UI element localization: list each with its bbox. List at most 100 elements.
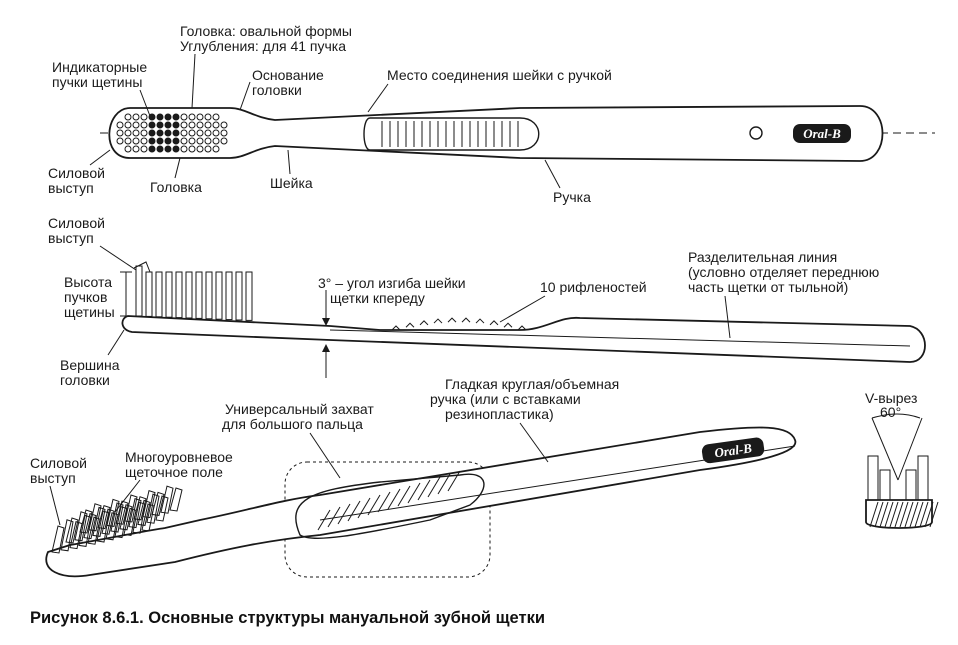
label-bend-angle-2: щетки кпереду — [330, 290, 425, 306]
bristle-tuft — [132, 137, 140, 145]
handle-hole-icon — [749, 126, 763, 140]
label-handle: Ручка — [553, 189, 591, 205]
bristle-tuft — [51, 525, 65, 554]
label-power-tip-mid-2: выступ — [48, 230, 94, 246]
svg-text:Oral-B: Oral-B — [713, 440, 753, 460]
bristle-tuft — [188, 129, 196, 137]
bristle-tuft — [132, 121, 140, 129]
bristle-tuft — [97, 504, 111, 530]
leader-handle — [544, 159, 561, 189]
top-view-outline — [108, 105, 884, 162]
leader-ribs — [499, 295, 546, 323]
top-view-grip-oval — [363, 117, 540, 151]
label-neck-joint: Место соединения шейки с ручкой — [387, 67, 612, 83]
side-tuft — [135, 265, 143, 317]
bristle-tuft — [151, 491, 165, 516]
bristle-tuft — [220, 129, 228, 137]
bristle-tuft — [204, 137, 212, 145]
bristle-tuft — [160, 485, 174, 514]
bristle-tuft — [128, 497, 142, 529]
bristle-tuft — [106, 498, 120, 527]
label-head-shape: Головка: овальной формы — [180, 23, 352, 39]
bristle-tuft — [88, 503, 102, 532]
bristle-tuft — [188, 113, 196, 121]
bristle-tuft — [101, 508, 115, 535]
bristle-tuft — [115, 500, 129, 525]
bristle-tuft — [124, 129, 132, 137]
bristle-tuft — [148, 113, 156, 121]
leader-multilevel — [114, 479, 141, 513]
label-head-holes: Углубления: для 41 пучка — [180, 38, 346, 54]
rib — [405, 322, 415, 328]
label-ribs: 10 рифленостей — [540, 279, 647, 295]
bristle-tuft — [180, 129, 188, 137]
bristle-tuft — [74, 511, 88, 542]
grip-stripe — [417, 479, 431, 501]
bristle-tuft — [180, 121, 188, 129]
bristle-tuft — [180, 113, 188, 121]
grip-stripe — [357, 497, 371, 519]
bristle-tuft — [148, 137, 156, 145]
bristle-tuft — [140, 129, 148, 137]
leader-thumb-grip — [309, 432, 341, 479]
label-head-base-1: Основание — [252, 67, 324, 83]
side-tuft — [245, 271, 253, 321]
label-power-tip-mid-1: Силовой — [48, 215, 105, 231]
bristle-tuft — [180, 137, 188, 145]
perspective-view: Oral-B — [45, 426, 797, 578]
bristle-tuft — [156, 129, 164, 137]
label-vcut-1: V-вырез — [865, 390, 917, 406]
bristle-tuft — [116, 129, 124, 137]
grip-stripe — [397, 485, 411, 507]
label-multilevel-1: Многоуровневое — [125, 449, 233, 465]
bristle-tuft — [204, 113, 212, 121]
bristle-tuft — [220, 137, 228, 145]
bristle-tuft — [164, 113, 172, 121]
bristle-tuft — [148, 129, 156, 137]
top-view-bristle-tufts — [116, 113, 228, 153]
bristle-tuft — [132, 145, 140, 153]
grip-stripe — [447, 470, 461, 492]
rib — [447, 317, 457, 323]
bristle-tuft — [155, 495, 169, 522]
label-smooth-handle-3: резинопластика) — [445, 406, 554, 422]
side-tuft — [235, 271, 243, 321]
side-tuft — [195, 271, 203, 319]
perspective-bristle-field — [51, 485, 183, 554]
oral-b-logo: Oral-B — [793, 124, 851, 143]
bristle-tuft — [156, 121, 164, 129]
side-tuft — [165, 271, 173, 318]
bristle-tuft — [196, 113, 204, 121]
label-multilevel-2: щеточное поле — [125, 464, 223, 480]
label-parting-1: Разделительная линия — [688, 249, 837, 265]
bristle-tuft — [188, 121, 196, 129]
bristle-tuft — [212, 113, 220, 121]
thumb-grip-dashed-zone — [284, 461, 491, 578]
grip-stripe — [367, 494, 381, 516]
leader-neck — [287, 149, 291, 175]
grip-stripe — [337, 503, 351, 525]
bristle-tuft — [196, 121, 204, 129]
bristle-tuft — [196, 129, 204, 137]
bristle-tuft — [156, 145, 164, 153]
bristle-tuft — [137, 499, 151, 526]
leader-indicator — [139, 89, 151, 117]
bristle-tuft — [124, 137, 132, 145]
bristle-tuft — [212, 129, 220, 137]
bristle-tuft — [164, 129, 172, 137]
bristle-tuft — [148, 145, 156, 153]
rib — [517, 325, 527, 331]
side-tuft — [215, 271, 223, 320]
bristle-tuft — [116, 137, 124, 145]
grip-stripe — [317, 509, 331, 531]
leader-smooth-handle — [519, 422, 549, 463]
bristle-tuft — [140, 113, 148, 121]
leader-parting — [724, 295, 731, 339]
bristle-tuft — [188, 137, 196, 145]
figure-caption: Рисунок 8.6.1. Основные структуры мануал… — [30, 609, 545, 627]
bristle-tuft — [116, 121, 124, 129]
v-cut-tuft — [917, 455, 929, 501]
rib — [391, 325, 401, 331]
bristle-tuft — [146, 493, 160, 524]
label-neck: Шейка — [270, 175, 313, 191]
